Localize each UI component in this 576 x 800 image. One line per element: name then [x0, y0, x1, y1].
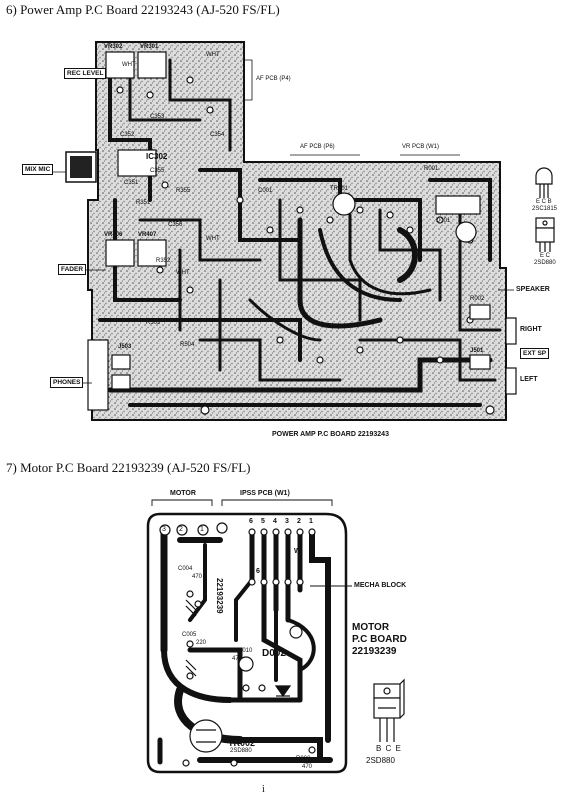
power-amp-components: [105, 51, 491, 390]
power-amp-right-plugs: [505, 317, 517, 395]
transistor-2sd880-top-name: 2SD880: [534, 260, 556, 266]
c352-label: C352: [120, 132, 135, 138]
power-amp-board-outline: [65, 41, 507, 421]
c010-value: 47: [232, 656, 239, 662]
phones-label: PHONES: [50, 377, 84, 388]
mecha-block-label: MECHA BLOCK: [354, 582, 407, 589]
c004-value: 470: [192, 574, 203, 580]
mix-mic-label: MIX MIC: [22, 164, 54, 175]
transistor-2sd880-bottom-pins: B C E: [376, 744, 402, 753]
power-amp-leaders: [46, 59, 516, 384]
left-pin-1: 1: [200, 526, 204, 533]
vr-pcb-w1-label: VR PCB (W1): [402, 144, 440, 150]
motor-board-title-1: MOTOR: [352, 622, 390, 633]
j501-label: J501: [470, 348, 484, 354]
tr001-label: TR001: [330, 186, 349, 192]
wht-label-4: WHT: [206, 236, 220, 242]
terminal-4: 4: [273, 518, 277, 525]
motor-heading: 7) Motor P.C Board 22193239 (AJ-520 FS/F…: [6, 460, 251, 475]
motor-pcb-number-vertical: 22193239: [215, 578, 224, 614]
motor-board-components: [185, 599, 292, 753]
wht-label-2: WHT: [122, 62, 136, 68]
wht-label-3: WHT: [176, 270, 190, 276]
terminal-2: 2: [297, 518, 301, 525]
motor-label: MOTOR: [170, 490, 196, 497]
transistor-2sd880-top-pins: E C: [540, 253, 551, 259]
motor-board-pads: [159, 522, 316, 767]
motor-board-traces: [157, 526, 333, 765]
vr406-label: VR406: [104, 232, 123, 238]
rec-level-label: REC LEVEL: [64, 68, 107, 79]
terminal-5: 5: [261, 518, 265, 525]
tr002-label: TR002: [228, 738, 256, 748]
power-amp-traces: [98, 58, 502, 407]
c005-value: 220: [196, 640, 207, 646]
footer-mark: i: [262, 784, 265, 795]
transistor-2sd880-bottom-name: 2SD880: [366, 756, 395, 765]
transistor-2sc1815-name: 2SC1815: [532, 206, 558, 212]
terminal-6: 6: [249, 518, 253, 525]
c353-label: C353: [150, 114, 165, 120]
tr002-type: 2SD880: [230, 748, 252, 754]
motor-board-title-2: P.C BOARD: [352, 634, 407, 645]
c351-label: C351: [124, 180, 139, 186]
vr407-label: VR407: [138, 232, 157, 238]
left-pin-2: 2: [179, 526, 183, 533]
right-label: RIGHT: [520, 326, 542, 333]
c004-label: C004: [178, 566, 193, 572]
r504-label: R504: [180, 342, 195, 348]
left-pin-3: 3: [162, 526, 166, 533]
speaker-label: SPEAKER: [516, 286, 550, 293]
w-label: W: [294, 548, 301, 555]
vr302-label: VR302: [104, 44, 123, 50]
terminal-1: 1: [309, 518, 313, 525]
af-pcb-p4-label: AF PCB (P4): [256, 76, 291, 82]
c005-label: C005: [182, 632, 197, 638]
r002-value: 470: [302, 764, 313, 770]
motor-board-title-3: 22193239: [352, 646, 397, 657]
c010-label: C010: [238, 648, 253, 654]
c001-label: C001: [258, 188, 273, 194]
c356-label: C356: [168, 222, 183, 228]
ext-sp-label: EXT SP: [520, 348, 550, 359]
d001-label: D001: [436, 218, 451, 224]
ic302-label: IC302: [146, 152, 168, 161]
fader-label: FADER: [58, 264, 87, 275]
r002-label: R002: [296, 756, 311, 762]
transistor-2sd880-bottom-drawing: [373, 678, 405, 742]
transistor-2sc1815-drawing: [535, 167, 553, 198]
lower-terminal-6: 6: [256, 568, 260, 575]
af-pcb-p6-label: AF PCB (P6): [300, 144, 335, 150]
ipss-pcb-label: IPSS PCB (W1): [240, 490, 290, 497]
transistor-2sd880-top-drawing: [535, 217, 555, 252]
vr301-label: VR301: [140, 44, 159, 50]
r351-label: R351: [136, 200, 151, 206]
left-label: LEFT: [520, 376, 538, 383]
c354-label: C354: [210, 132, 225, 138]
r355-label: R355: [176, 188, 191, 194]
wht-label-1: WHT: [206, 52, 220, 58]
transistor-2sc1815-pins: E C B: [536, 199, 552, 205]
r002-label: R002: [470, 296, 485, 302]
r001-label: R001: [424, 166, 439, 172]
power-amp-heading: 6) Power Amp P.C Board 22193243 (AJ-520 …: [6, 2, 280, 17]
motor-board-brackets: [151, 499, 352, 587]
motor-board-outline: [146, 512, 348, 774]
c355-label: C355: [150, 168, 165, 174]
r503-label: R503: [146, 320, 161, 326]
r352-label: R352: [156, 258, 171, 264]
power-amp-board-caption: POWER AMP P.C BOARD 22193243: [272, 431, 389, 438]
terminal-3: 3: [285, 518, 289, 525]
d002-label: D002: [262, 648, 286, 659]
j503-label: J503: [118, 344, 132, 350]
